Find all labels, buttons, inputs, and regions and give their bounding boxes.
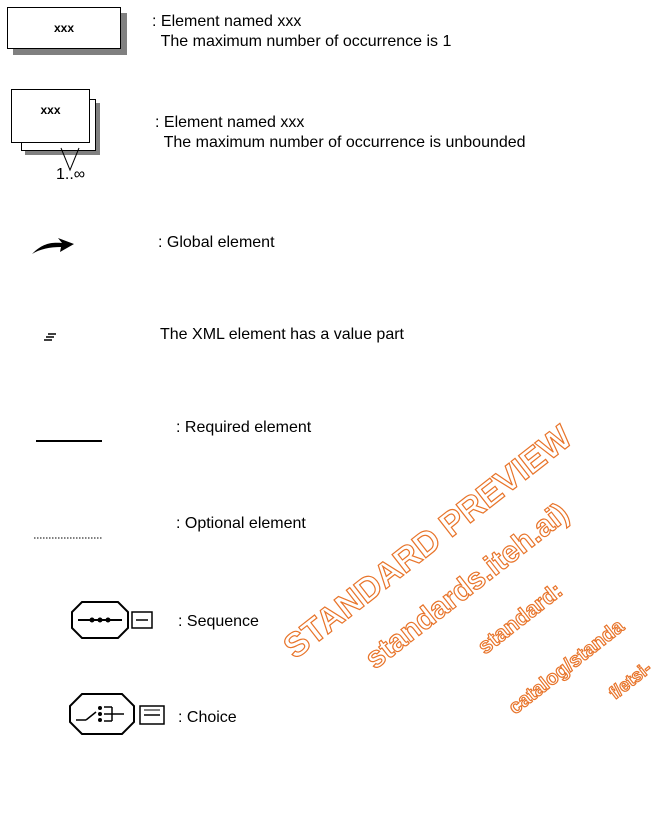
sequence-icon	[71, 601, 153, 639]
legend-text-choice: : Choice	[178, 709, 237, 726]
legend-text-sequence: : Sequence	[178, 613, 259, 630]
occurrence-range-label: 1..∞	[56, 166, 86, 183]
legend-text-required: : Required element	[176, 419, 312, 436]
global-element-icon	[32, 238, 74, 254]
element-box-multi-label: xxx	[40, 103, 61, 117]
legend-text-single-line1: : Element named xxx	[152, 13, 302, 30]
legend-text-optional: : Optional element	[176, 515, 306, 532]
required-element-line	[36, 440, 102, 442]
standard-preview-watermark: STANDARD PREVIEW standards.iteh.ai) stan…	[276, 417, 655, 720]
legend-text-global: : Global element	[158, 234, 275, 251]
legend-text-value-part: The XML element has a value part	[160, 326, 404, 343]
optional-element-line	[34, 537, 102, 539]
watermark-line: STANDARD PREVIEW	[277, 418, 580, 667]
legend-text-multi-line2: The maximum number of occurrence is unbo…	[155, 134, 526, 151]
legend-text-multi-line1: : Element named xxx	[155, 114, 305, 131]
element-box-label: xxx	[53, 21, 75, 35]
element-box-single: xxx	[7, 7, 121, 49]
value-part-icon	[44, 333, 56, 341]
watermark-line: standard:	[473, 578, 567, 659]
choice-icon	[69, 693, 165, 735]
watermark-line: standards.iteh.ai)	[359, 497, 575, 676]
element-box-multi: xxx	[11, 89, 90, 143]
watermark-line: f/etsi-	[605, 658, 655, 703]
legend-text-single-line2: The maximum number of occurrence is 1	[152, 33, 452, 50]
occurrence-marker-icon	[60, 147, 80, 172]
watermark-line: catalog/standa	[505, 615, 630, 719]
